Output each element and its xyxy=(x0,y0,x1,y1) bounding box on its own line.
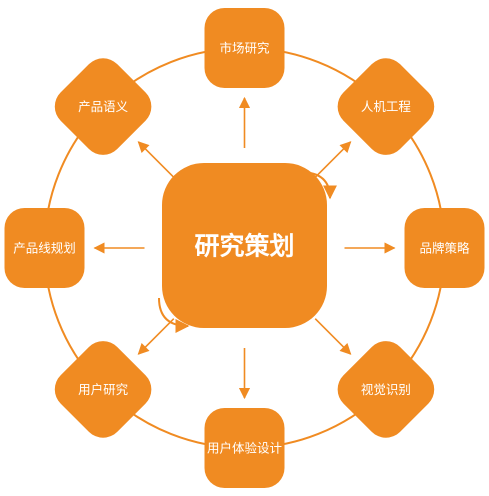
node-shape-user-research xyxy=(54,341,152,438)
node-shape-product-semantics xyxy=(54,58,152,155)
node-label-product-semantics: 产品语义 xyxy=(78,99,129,114)
node-label-market-research: 市场研究 xyxy=(219,41,270,56)
node-label-user-research: 用户研究 xyxy=(78,382,129,397)
node-label-ergonomics: 人机工程 xyxy=(361,99,412,114)
center-box-shape xyxy=(162,163,327,328)
node-shape-market-research xyxy=(204,8,285,88)
node-label-product-line-planning: 产品线规划 xyxy=(13,241,76,256)
arrow-to-user-research xyxy=(137,318,175,355)
node-shape-visual-identity xyxy=(337,341,435,438)
node-label-user-experience-design: 用户体验设计 xyxy=(207,441,282,456)
center-box: 研究策划 xyxy=(162,163,327,328)
node-visual-identity: 视觉识别 xyxy=(337,341,435,438)
node-shape-ergonomics xyxy=(337,58,435,155)
node-product-semantics: 产品语义 xyxy=(54,58,152,155)
node-shape-product-line-planning xyxy=(4,208,85,288)
node-shape-brand-strategy xyxy=(404,208,485,288)
center-label: 研究策划 xyxy=(194,232,294,261)
node-brand-strategy: 品牌策略 xyxy=(404,208,485,288)
arrow-to-visual-identity xyxy=(314,318,352,355)
node-label-brand-strategy: 品牌策略 xyxy=(419,241,470,256)
node-user-research: 用户研究 xyxy=(54,341,152,438)
node-shape-user-experience-design xyxy=(204,408,285,488)
feedback-arc-bottom-left xyxy=(158,297,190,333)
arrows xyxy=(93,96,396,400)
node-label-visual-identity: 视觉识别 xyxy=(361,382,411,397)
node-user-experience-design: 用户体验设计 xyxy=(204,408,285,488)
arrow-to-product-semantics xyxy=(137,141,175,178)
arrow-to-ergonomics xyxy=(314,141,352,178)
node-ergonomics: 人机工程 xyxy=(337,58,435,155)
node-product-line-planning: 产品线规划 xyxy=(4,208,85,288)
node-market-research: 市场研究 xyxy=(204,8,285,88)
